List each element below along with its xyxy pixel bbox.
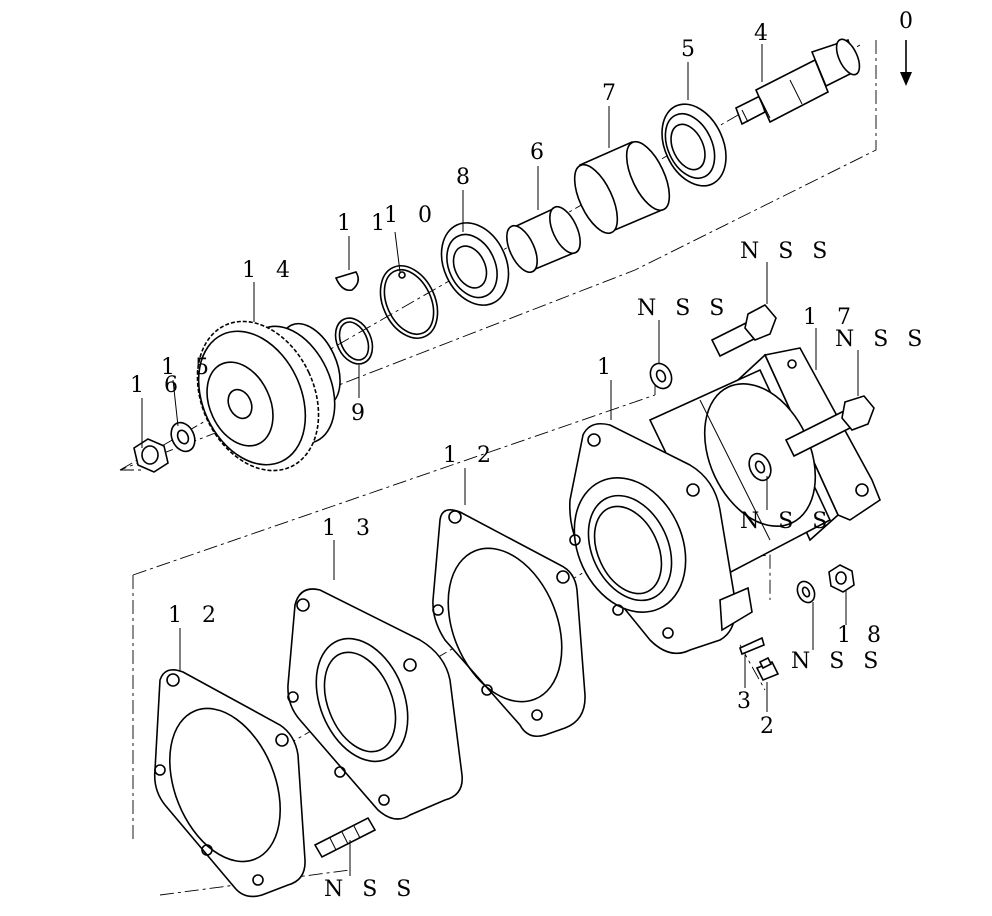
label-nss-stud: N S S: [324, 877, 417, 902]
label-housing: 1: [597, 355, 611, 380]
gear: [196, 320, 341, 472]
label-key: 3: [737, 689, 751, 714]
gasket-outer: [153, 669, 306, 898]
label-nss-mid-washer: N S S: [740, 509, 833, 534]
right-bolt: [784, 395, 875, 458]
label-bearing-inner: 8: [456, 165, 470, 190]
housing-flange: [568, 422, 753, 655]
woodruff-key: [334, 271, 360, 292]
label-direction: 0: [899, 9, 913, 34]
shaft: [734, 38, 861, 126]
bearing-inner: [440, 222, 510, 306]
label-nss-top-washer: N S S: [637, 296, 730, 321]
label-nss-top-bolt: N S S: [740, 239, 833, 264]
mid-washer: [748, 452, 772, 482]
lock-washer: [170, 421, 196, 453]
label-adapter-plate: 13: [322, 516, 390, 541]
label-gasket-inner: 12: [443, 443, 511, 468]
label-snap-ring-small: 9: [351, 401, 365, 426]
pin-part: [755, 656, 780, 682]
direction-arrow: [900, 40, 912, 86]
assembly-frame-lines: [119, 40, 877, 896]
key-part: [739, 636, 765, 656]
label-snap-ring-large: 10: [384, 203, 452, 228]
label-gear: 14: [242, 258, 310, 283]
label-bearing-outer: 5: [681, 37, 695, 62]
label-nut-gear: 16: [130, 373, 198, 398]
label-lock-washer: 15: [161, 355, 229, 380]
label-spacer-small: 6: [530, 140, 544, 165]
top-bolt: [710, 303, 777, 358]
side-nut: [828, 564, 855, 593]
part-labels: 0 1 2 3 4 5 6 7 8 9 10 11 12 12 13 14 15…: [130, 9, 913, 739]
label-woodruff-key: 11: [337, 211, 405, 236]
top-washer: [649, 362, 673, 390]
snap-ring-large: [379, 265, 439, 339]
label-spacer-large: 7: [602, 81, 616, 106]
label-flange-cover: 17: [803, 305, 871, 330]
spacer-small: [506, 205, 581, 274]
label-nut-side: 18: [837, 623, 897, 648]
leader-lines: [141, 44, 859, 876]
label-shaft: 4: [754, 21, 768, 46]
stud: [313, 816, 377, 859]
adapter-plate: [287, 588, 463, 820]
label-nss-right-bolt: N S S: [835, 327, 928, 352]
side-washer: [796, 580, 816, 604]
gasket-inner: [432, 509, 586, 738]
bearing-outer: [661, 103, 727, 187]
label-pin: 2: [760, 714, 774, 739]
nss-labels: N S S N S S N S S N S S N S S N S S: [324, 239, 928, 902]
snap-ring-small: [334, 317, 374, 365]
label-gasket-outer: 12: [168, 603, 236, 628]
nut-gear: [133, 438, 169, 473]
spacer-large: [573, 140, 671, 235]
label-nss-side-washer: N S S: [791, 649, 884, 674]
